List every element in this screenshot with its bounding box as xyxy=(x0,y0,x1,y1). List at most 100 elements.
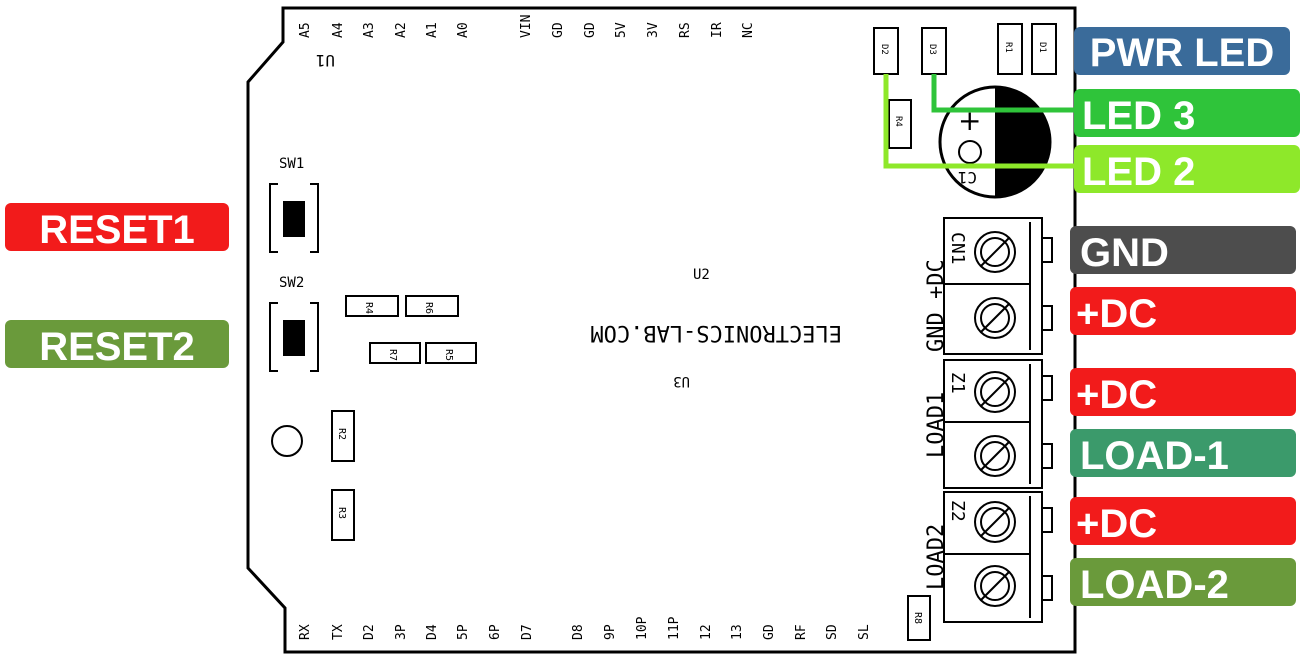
sw1-label: SW1 xyxy=(279,156,304,172)
u3-label: U3 xyxy=(673,373,690,389)
pin-rx: RX xyxy=(298,624,313,640)
pin-12: 12 xyxy=(699,624,714,640)
terminal-z2: Z2 LOAD2 xyxy=(924,491,1053,623)
pin-3v: 3V xyxy=(646,22,661,38)
resistor-r1: R1 xyxy=(997,23,1023,75)
label-dc-3: +DC xyxy=(1070,497,1296,546)
svg-text:R8: R8 xyxy=(912,612,923,624)
pin-3p: 3P xyxy=(394,624,409,640)
sw2-label: SW2 xyxy=(279,275,304,291)
resistor-r7: R7 xyxy=(369,342,421,364)
pin-d8: D8 xyxy=(571,624,586,640)
pin-a0: A0 xyxy=(456,22,471,38)
label-dc-2: +DC xyxy=(1070,368,1296,417)
svg-text:GND: GND xyxy=(1080,231,1169,275)
resistor-r4-top: R4 xyxy=(888,99,912,149)
pin-5p: 5P xyxy=(456,624,471,640)
pin-9p: 9P xyxy=(603,624,618,640)
u2-label: U2 xyxy=(693,267,710,283)
svg-text:RESET2: RESET2 xyxy=(39,325,195,369)
svg-text:R6: R6 xyxy=(423,302,434,314)
svg-text:R2: R2 xyxy=(336,428,347,440)
top-pin-labels: A5 A4 A3 A2 A1 A0 VIN GD GD 5V 3V RS IR … xyxy=(298,15,756,38)
svg-text:+DC: +DC xyxy=(1076,502,1157,546)
svg-text:LOAD2: LOAD2 xyxy=(924,524,949,590)
svg-text:LOAD-1: LOAD-1 xyxy=(1080,434,1229,478)
svg-text:R4: R4 xyxy=(893,116,903,127)
pin-sd: SD xyxy=(825,624,840,640)
svg-text:CN1: CN1 xyxy=(947,232,968,265)
pin-10p: 10P xyxy=(635,616,650,640)
svg-text:LED 2: LED 2 xyxy=(1082,150,1195,194)
brand-text: ELECTRONICS-LAB.COM xyxy=(590,320,842,345)
led-d1: D1 xyxy=(1031,23,1057,75)
label-gnd: GND xyxy=(1070,226,1296,275)
pin-vin: VIN xyxy=(519,15,534,38)
svg-text:+DC: +DC xyxy=(1076,373,1157,417)
resistor-r3: R3 xyxy=(331,489,355,541)
label-load-2: LOAD-2 xyxy=(1070,558,1296,607)
svg-text:D2: D2 xyxy=(879,44,889,55)
resistor-r4: R4 xyxy=(345,295,399,317)
pin-a1: A1 xyxy=(425,22,440,38)
bottom-pin-labels: RX TX D2 3P D4 5P 6P D7 D8 9P 10P 11P 12… xyxy=(298,616,872,640)
label-pwr-led: PWR LED xyxy=(1074,27,1290,75)
led3-leader xyxy=(931,74,1076,113)
pin-nc: NC xyxy=(741,22,756,38)
pin-a5: A5 xyxy=(298,22,313,38)
pin-11p: 11P xyxy=(667,616,682,640)
pin-d2: D2 xyxy=(362,624,377,640)
label-dc-1: +DC xyxy=(1070,287,1296,336)
svg-text:PWR LED: PWR LED xyxy=(1090,31,1274,75)
capacitor-c1: + C1 xyxy=(938,85,1052,199)
svg-text:RESET1: RESET1 xyxy=(39,208,195,252)
led2-leader xyxy=(883,74,1076,169)
resistor-r5: R5 xyxy=(425,342,477,364)
pin-d4: D4 xyxy=(425,624,440,640)
pin-gd1: GD xyxy=(551,22,566,38)
pin-rf: RF xyxy=(794,624,809,640)
mounting-hole xyxy=(271,425,303,457)
pin-gd2: GD xyxy=(583,22,598,38)
resistor-r8: R8 xyxy=(907,595,931,641)
svg-text:R7: R7 xyxy=(387,349,398,361)
svg-text:R1: R1 xyxy=(1003,42,1013,53)
pin-gd: GD xyxy=(762,624,777,640)
pin-a3: A3 xyxy=(362,22,377,38)
pin-13: 13 xyxy=(730,624,745,640)
label-pwr-led-bg xyxy=(1074,27,1290,75)
resistor-r6: R6 xyxy=(405,295,459,317)
pin-sl: SL xyxy=(857,624,872,640)
svg-text:LOAD-2: LOAD-2 xyxy=(1080,563,1229,607)
pin-rs: RS xyxy=(678,22,693,38)
svg-text:C1: C1 xyxy=(958,168,977,187)
svg-text:Z1: Z1 xyxy=(947,372,968,394)
svg-text:R3: R3 xyxy=(336,507,347,519)
board-outline xyxy=(246,6,1077,654)
label-led2: LED 2 xyxy=(1074,145,1300,194)
svg-text:D3: D3 xyxy=(927,44,937,55)
label-load-1: LOAD-1 xyxy=(1070,429,1296,478)
pin-ir: IR xyxy=(710,22,725,38)
svg-text:Z2: Z2 xyxy=(947,500,968,522)
pin-6p: 6P xyxy=(488,624,503,640)
svg-text:D1: D1 xyxy=(1037,42,1047,53)
pin-tx: TX xyxy=(331,624,346,640)
svg-text:GND +DC: GND +DC xyxy=(924,259,949,352)
terminal-cn1: CN1 GND +DC xyxy=(924,217,1053,355)
svg-text:+DC: +DC xyxy=(1076,292,1157,336)
label-led3: LED 3 xyxy=(1074,89,1300,138)
u1-label: U1 xyxy=(316,51,335,70)
svg-text:R4: R4 xyxy=(363,302,374,314)
pin-a2: A2 xyxy=(394,22,409,38)
svg-text:LOAD1: LOAD1 xyxy=(924,392,949,458)
pin-a4: A4 xyxy=(331,22,346,38)
sw1-switch xyxy=(269,183,319,253)
terminal-z1: Z1 LOAD1 xyxy=(924,359,1053,489)
svg-text:LED 3: LED 3 xyxy=(1082,94,1195,138)
resistor-r2: R2 xyxy=(331,410,355,462)
label-reset2: RESET2 xyxy=(5,320,229,369)
svg-text:R5: R5 xyxy=(443,349,454,361)
pin-d7: D7 xyxy=(520,624,535,640)
